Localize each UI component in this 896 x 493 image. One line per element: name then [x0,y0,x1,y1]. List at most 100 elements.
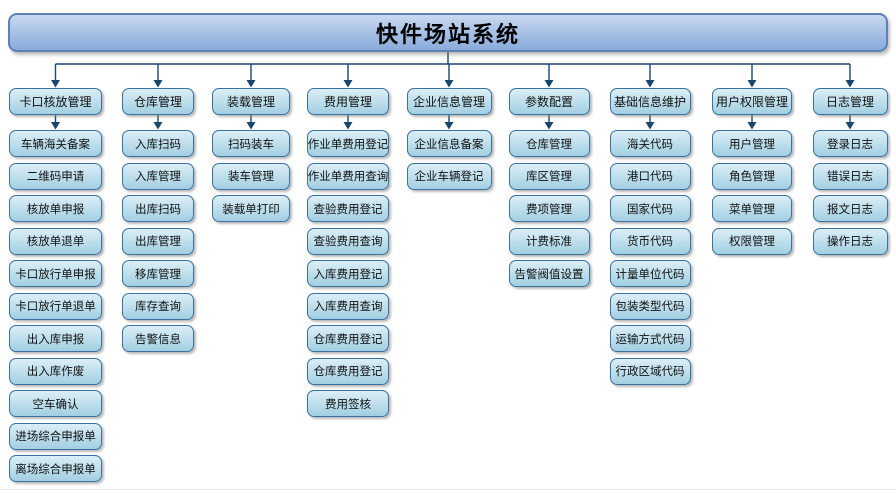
diagram-node: 国家代码 [609,195,691,222]
diagram-node: 报文日志 [812,195,888,222]
diagram-node: 入库管理 [122,162,194,190]
column-items: 海关代码港口代码国家代码货币代码计量单位代码包装类型代码运输方式代码行政区域代码 [609,130,691,385]
column-items: 登录日志错误日志报文日志操作日志 [812,130,888,255]
diagram-node: 计量单位代码 [609,260,691,287]
column-header: 仓库管理 [122,88,194,115]
diagram-node: 登录日志 [812,130,888,157]
column-items: 企业信息备案企业车辆登记 [406,130,492,190]
arrowhead-icon [645,80,655,88]
arrowhead-icon [444,80,454,88]
arrowhead-icon [51,122,60,130]
column-items: 用户管理角色管理菜单管理权限管理 [712,130,792,255]
column-header: 企业信息管理 [406,88,492,115]
arrowhead-icon [246,80,256,88]
arrowhead-icon [444,122,454,130]
diagram-node: 入库费用登记 [307,260,389,287]
column-header: 日志管理 [812,88,888,115]
diagram-node: 出库扫码 [122,195,194,222]
diagram-node: 二维码申请 [9,162,102,190]
column-items: 作业单费用登记作业单费用查询查验费用登记查验费用查询入库费用登记入库费用查询仓库… [307,130,389,417]
diagram-node: 作业单费用登记 [307,130,389,157]
diagram-column-3: 装载管理扫码装车装车管理装载单打印 [212,88,290,222]
diagram-node: 仓库费用登记 [307,325,389,352]
diagram-node: 告警信息 [122,325,194,352]
column-header: 装载管理 [212,88,290,115]
diagram-node: 车辆海关备案 [9,130,102,157]
arrowhead-icon [51,80,60,88]
diagram-node: 仓库费用登记 [307,357,389,385]
column-header: 卡口核放管理 [9,88,102,115]
column-header: 用户权限管理 [712,88,792,115]
diagram-node: 卡口放行单退单 [9,292,102,320]
arrowhead-icon [153,122,163,130]
diagram-node: 移库管理 [122,260,194,287]
diagram-node: 查验费用登记 [307,195,389,222]
column-header: 费用管理 [307,88,389,115]
diagram-node: 出入库作废 [9,357,102,385]
page-bottom-edge [0,489,896,490]
diagram-node: 运输方式代码 [609,325,691,352]
diagram-node: 费用签核 [307,390,389,417]
diagram-node: 港口代码 [609,162,691,190]
diagram-node: 操作日志 [812,227,888,255]
diagram-node: 装载单打印 [212,195,290,222]
diagram-node: 扫码装车 [212,130,290,157]
diagram-node: 入库扫码 [122,130,194,157]
diagram-node: 查验费用查询 [307,227,389,255]
diagram-node: 作业单费用查询 [307,162,389,190]
diagram-column-1: 卡口核放管理车辆海关备案二维码申请核放单申报核放单退单卡口放行单申报卡口放行单退… [9,88,102,482]
diagram-node: 菜单管理 [712,195,792,222]
arrowhead-icon [343,80,353,88]
column-items: 入库扫码入库管理出库扫码出库管理移库管理库存查询告警信息 [122,130,194,352]
diagram-column-6: 参数配置仓库管理库区管理费项管理计费标准告警阀值设置 [508,88,590,287]
diagram-column-5: 企业信息管理企业信息备案企业车辆登记 [406,88,492,190]
arrowhead-icon [645,122,655,130]
diagram-node: 角色管理 [712,162,792,190]
column-header: 基础信息维护 [609,88,691,115]
diagram-node: 库存查询 [122,292,194,320]
diagram-node: 行政区域代码 [609,357,691,385]
arrowhead-icon [747,122,757,130]
arrowhead-icon [747,80,757,88]
diagram-node: 权限管理 [712,227,792,255]
diagram-node: 海关代码 [609,130,691,157]
arrowhead-icon [343,122,353,130]
arrowhead-icon [246,122,256,130]
column-header: 参数配置 [508,88,590,115]
diagram-column-9: 日志管理登录日志错误日志报文日志操作日志 [812,88,888,255]
diagram-node: 装车管理 [212,162,290,190]
arrowhead-icon [845,122,855,130]
diagram-column-7: 基础信息维护海关代码港口代码国家代码货币代码计量单位代码包装类型代码运输方式代码… [609,88,691,385]
diagram-node: 入库费用查询 [307,292,389,320]
diagram-node: 费项管理 [508,195,590,222]
diagram-node: 告警阀值设置 [508,260,590,287]
arrowhead-icon [845,80,855,88]
arrowhead-icon [153,80,163,88]
diagram-node: 离场综合申报单 [9,455,102,482]
diagram-node: 进场综合申报单 [9,422,102,450]
arrowhead-icon [544,80,554,88]
diagram-column-4: 费用管理作业单费用登记作业单费用查询查验费用登记查验费用查询入库费用登记入库费用… [307,88,389,417]
diagram-node: 核放单申报 [9,195,102,222]
diagram-node: 企业信息备案 [406,130,492,157]
diagram-node: 出库管理 [122,227,194,255]
column-items: 车辆海关备案二维码申请核放单申报核放单退单卡口放行单申报卡口放行单退单出入库申报… [9,130,102,482]
diagram-node: 错误日志 [812,162,888,190]
diagram-node: 计费标准 [508,227,590,255]
arrowhead-icon [544,122,554,130]
diagram-node: 卡口放行单申报 [9,260,102,287]
diagram-column-2: 仓库管理入库扫码入库管理出库扫码出库管理移库管理库存查询告警信息 [122,88,194,352]
diagram-node: 核放单退单 [9,227,102,255]
diagram-node: 空车确认 [9,390,102,417]
diagram-root-title: 快件场站系统 [8,13,888,52]
diagram-column-8: 用户权限管理用户管理角色管理菜单管理权限管理 [712,88,792,255]
diagram-node: 货币代码 [609,227,691,255]
column-items: 扫码装车装车管理装载单打印 [212,130,290,222]
diagram-node: 包装类型代码 [609,292,691,320]
diagram-node: 仓库管理 [508,130,590,157]
diagram-node: 出入库申报 [9,325,102,352]
column-items: 仓库管理库区管理费项管理计费标准告警阀值设置 [508,130,590,287]
diagram-node: 库区管理 [508,162,590,190]
diagram-node: 用户管理 [712,130,792,157]
